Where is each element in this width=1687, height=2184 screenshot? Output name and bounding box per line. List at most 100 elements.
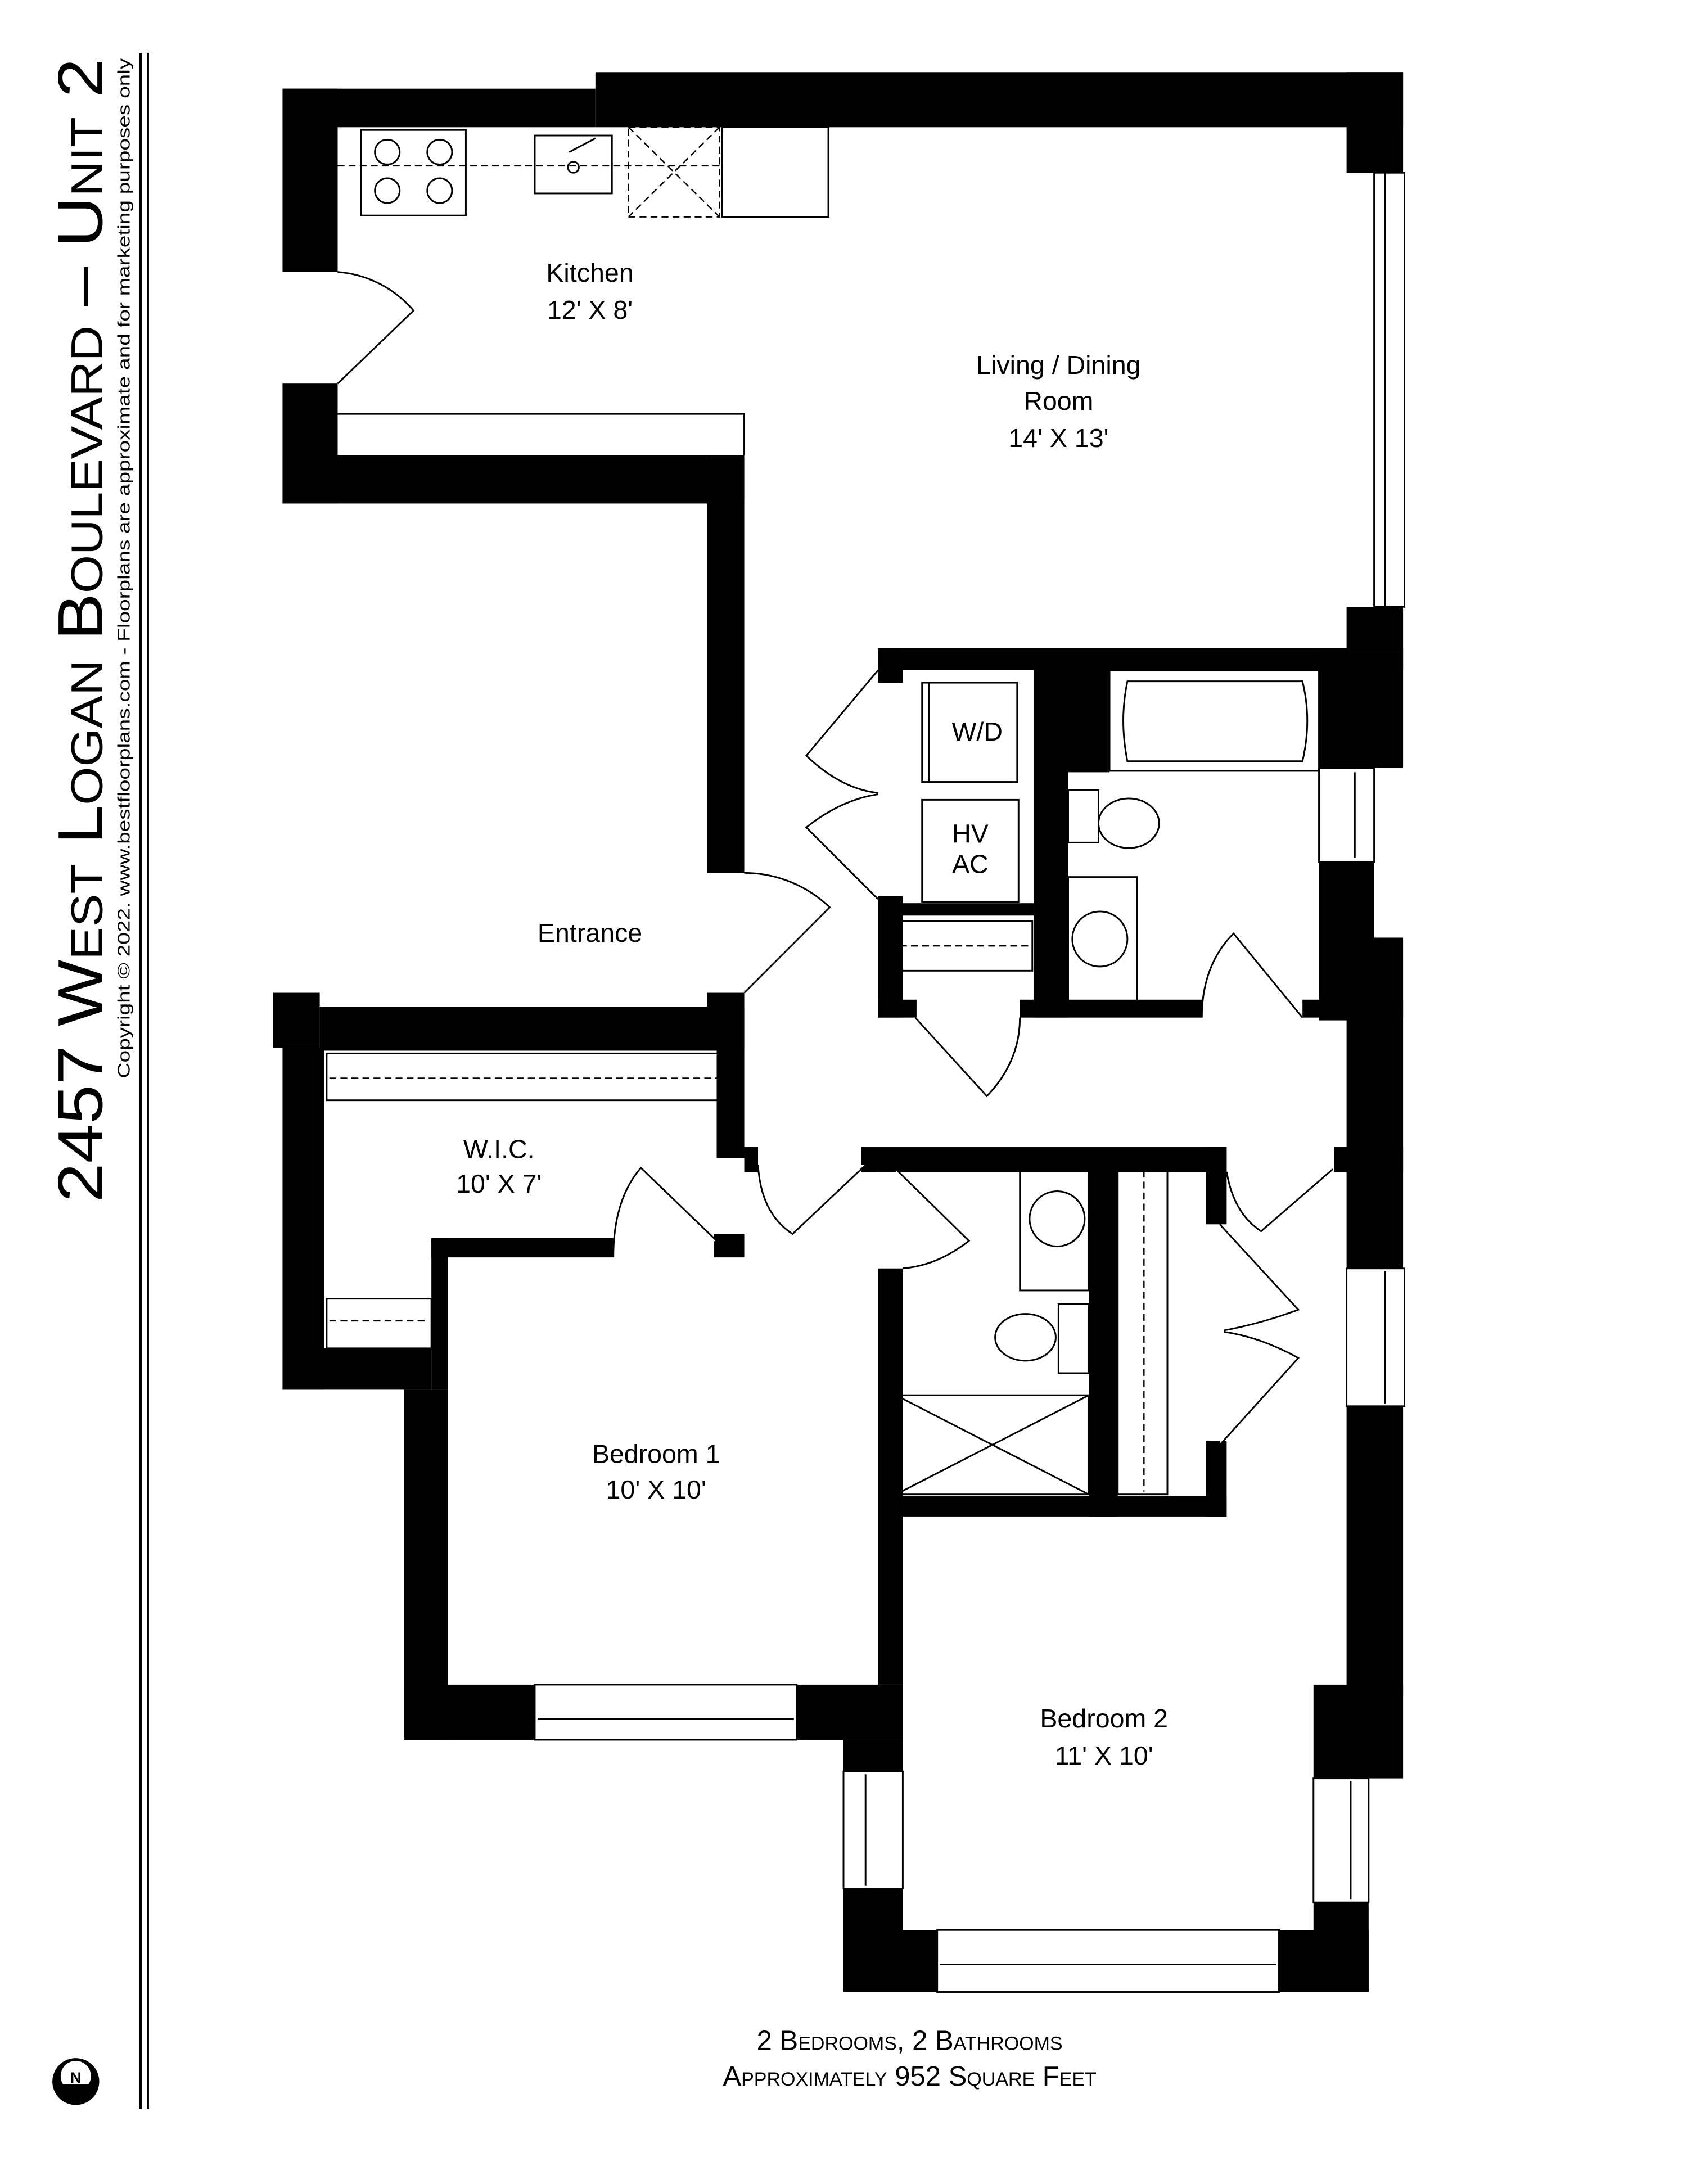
- room-labels: Kitchen 12' X 8' Living / Dining Room 14…: [456, 258, 1168, 1770]
- wall: [1313, 1684, 1404, 1779]
- bedroom2-size: 11' X 10': [1055, 1741, 1153, 1770]
- wall: [878, 896, 903, 1018]
- wall: [707, 455, 745, 873]
- hvac-label-line2: AC: [952, 849, 989, 878]
- window: [936, 1929, 1280, 1993]
- living-size: 14' X 13': [1008, 423, 1108, 453]
- toilet-tank-icon: [1067, 789, 1099, 843]
- wall: [878, 1268, 903, 1685]
- copyright-text: Copyright © 2022. www.bestfloorplans.com…: [114, 58, 133, 1079]
- bedroom2-name: Bedroom 2: [1040, 1704, 1168, 1733]
- summary: 2 Bedrooms, 2 Bathrooms Approximately 95…: [723, 2025, 1096, 2092]
- wall: [282, 455, 745, 504]
- sink-icon: [1071, 910, 1129, 968]
- hvac-unit-icon: [921, 798, 1020, 903]
- wic-size: 10' X 7': [456, 1169, 542, 1198]
- burner-icon: [374, 138, 453, 204]
- sink-icon: [534, 134, 613, 195]
- entrance-name: Entrance: [538, 918, 642, 947]
- wall: [1346, 72, 1404, 173]
- sink-icon: [1029, 1190, 1086, 1247]
- door-closet[interactable]: [914, 1017, 1021, 1098]
- wall: [282, 1048, 324, 1390]
- door-bath2[interactable]: [895, 1168, 971, 1270]
- vanity: [1019, 1168, 1090, 1292]
- wall: [744, 1147, 759, 1172]
- doors[interactable]: [337, 271, 1334, 1446]
- wall: [1206, 1441, 1227, 1517]
- toilet-icon: [1097, 797, 1160, 849]
- vanity: [1067, 876, 1138, 1002]
- stove-icon: [360, 129, 467, 216]
- wall: [431, 1238, 614, 1258]
- wall: [878, 648, 903, 683]
- wall: [273, 992, 320, 1048]
- living-name-line1: Living / Dining: [976, 350, 1140, 380]
- door-closet-2[interactable]: [1219, 1224, 1300, 1446]
- wall: [903, 903, 1034, 916]
- closet-shelf: [896, 920, 1034, 972]
- wall: [1346, 607, 1404, 648]
- window: [1373, 172, 1406, 608]
- summary-rooms: 2 Bedrooms, 2 Bathrooms: [757, 2025, 1063, 2056]
- refrigerator-icon: [721, 126, 829, 218]
- wall: [878, 999, 917, 1018]
- wall: [878, 648, 1404, 670]
- kitchen-name: Kitchen: [546, 258, 633, 287]
- wall: [1334, 1147, 1404, 1172]
- living-name-line2: Room: [1023, 386, 1093, 416]
- wall: [716, 1050, 745, 1158]
- hvac-label-line1: HV: [952, 819, 989, 848]
- window: [1346, 1267, 1406, 1407]
- window: [1318, 767, 1375, 863]
- dishwasher-icon: [628, 127, 720, 218]
- summary-area: Approximately 952 Square Feet: [723, 2061, 1096, 2092]
- north-arrow-icon: N: [52, 2058, 100, 2105]
- wall: [404, 1684, 535, 1740]
- window: [1312, 1777, 1370, 1903]
- kitchen-size: 12' X 8': [547, 295, 633, 324]
- kitchen-fixtures: [337, 126, 829, 218]
- door-entrance[interactable]: [743, 872, 831, 994]
- wall: [707, 992, 745, 1051]
- wall: [1020, 999, 1202, 1018]
- wall: [861, 1147, 1227, 1172]
- wall: [1034, 670, 1068, 1018]
- door-bath1[interactable]: [1201, 932, 1303, 1018]
- wic-name: W.I.C.: [463, 1135, 535, 1164]
- shower-icon: [895, 1394, 1090, 1496]
- door-laundry[interactable]: [805, 670, 879, 900]
- partitions: [337, 413, 746, 455]
- wall: [1346, 937, 1404, 1269]
- window: [534, 1684, 798, 1741]
- toilet-tank-icon: [1057, 1303, 1090, 1374]
- wall: [1089, 1169, 1118, 1517]
- bedroom1-size: 10' X 10': [606, 1475, 706, 1504]
- wall: [282, 1348, 432, 1390]
- wall: [431, 1238, 448, 1390]
- wall: [282, 88, 338, 272]
- wall: [878, 1165, 896, 1172]
- closet-shelves: [326, 1052, 720, 1350]
- door-kitchen[interactable]: [337, 271, 415, 385]
- plan-title: 2457 West Logan Boulevard – Unit 2: [44, 58, 115, 1202]
- toilet-icon: [994, 1313, 1057, 1362]
- wall: [319, 1007, 745, 1051]
- wall: [844, 1739, 903, 1772]
- bathroom-2-fixtures: [895, 1167, 1169, 1496]
- north-label: N: [70, 2069, 81, 2086]
- door-bedroom1[interactable]: [757, 1164, 867, 1235]
- wall: [903, 1496, 1227, 1517]
- walls: [273, 72, 1404, 1992]
- wall: [844, 1930, 937, 1992]
- washer-dryer-label: W/D: [952, 717, 1003, 746]
- wall: [1068, 670, 1110, 773]
- wall: [404, 1389, 448, 1740]
- wall: [595, 72, 1404, 128]
- wall: [1206, 1147, 1227, 1225]
- wall: [1346, 1406, 1404, 1696]
- door-wic[interactable]: [612, 1166, 718, 1258]
- wall: [714, 1234, 745, 1258]
- door-bedroom2[interactable]: [1225, 1168, 1334, 1233]
